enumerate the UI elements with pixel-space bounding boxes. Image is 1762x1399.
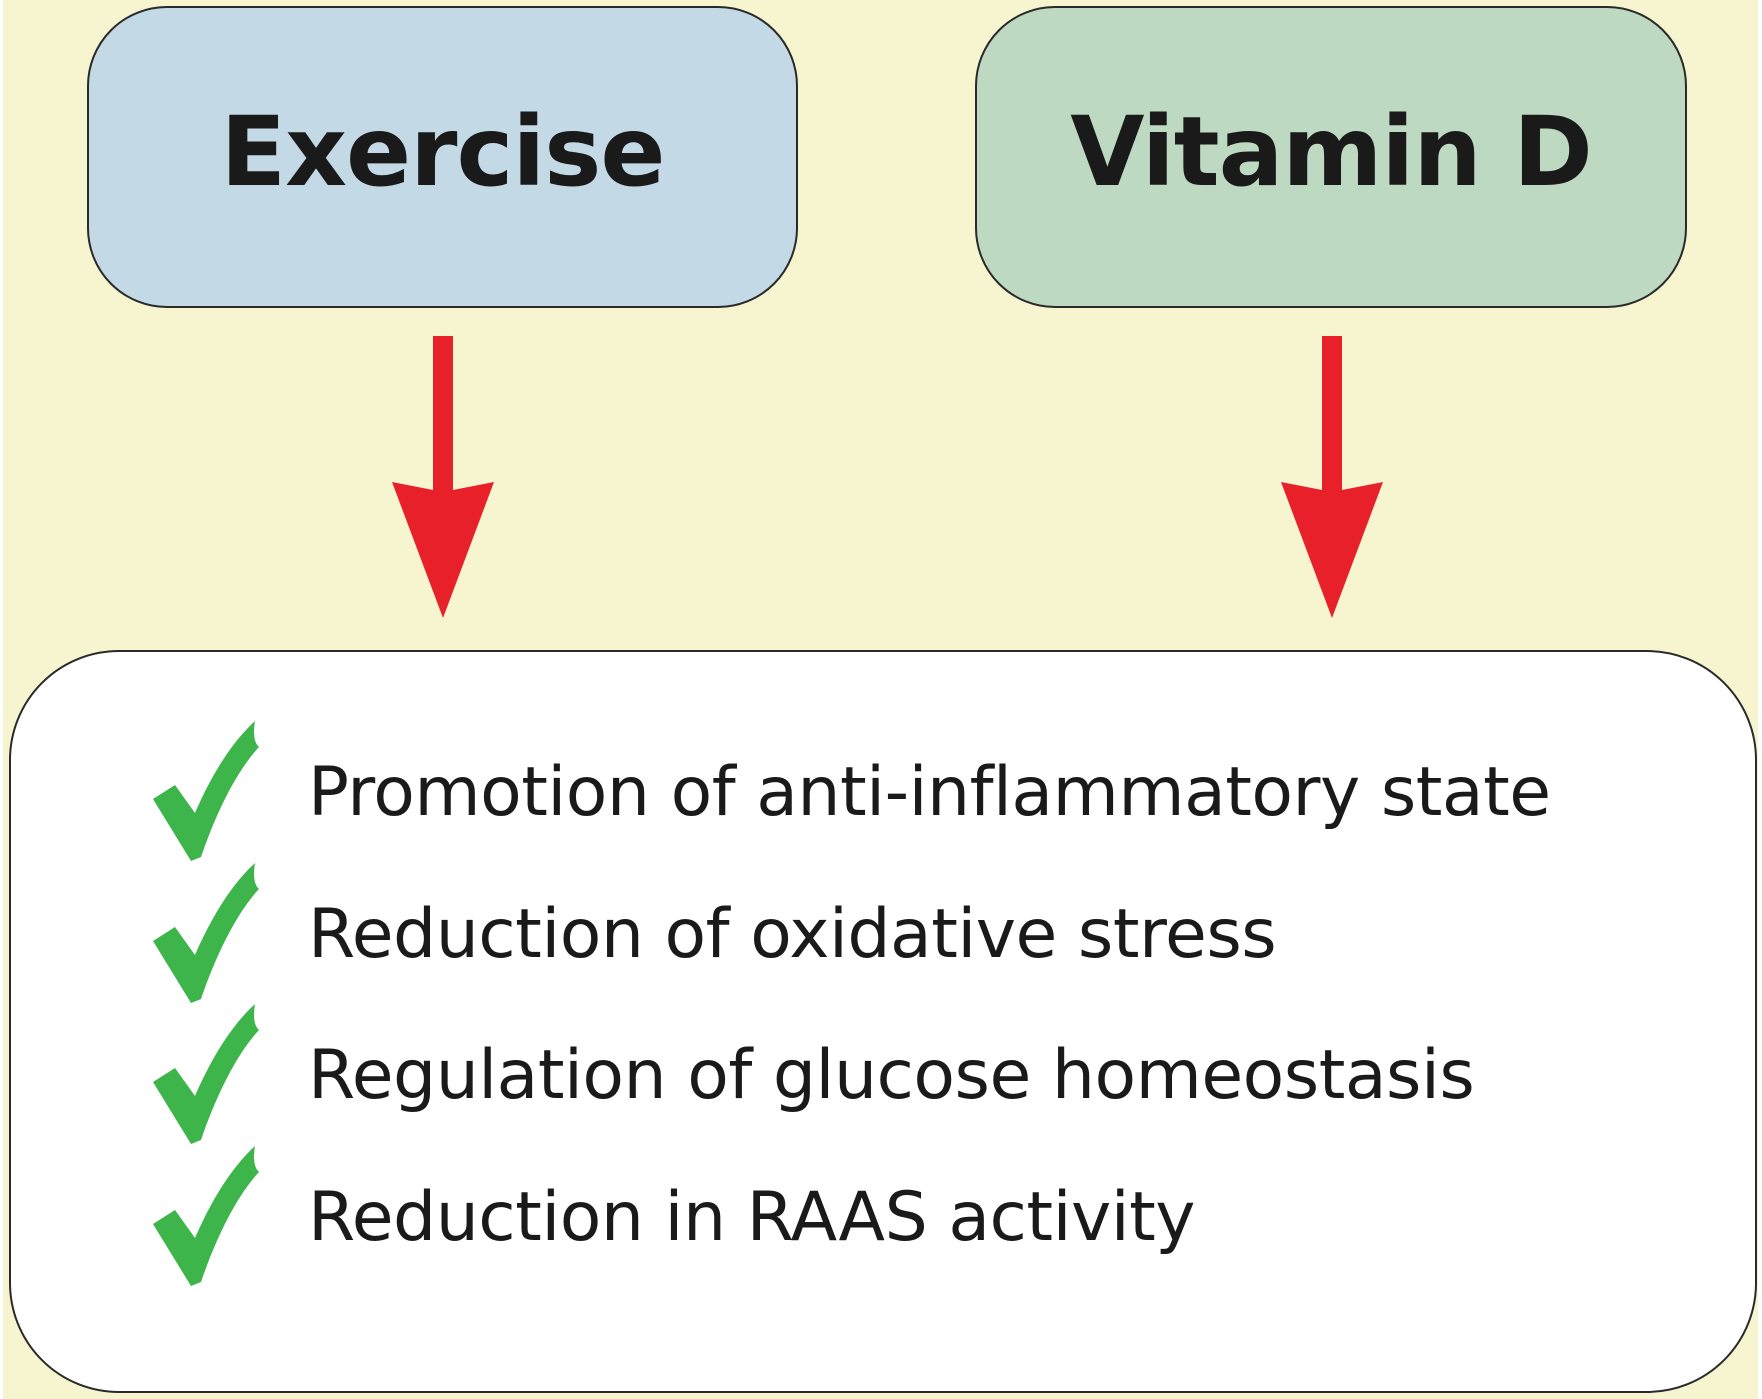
- effects-box: Promotion of anti-inflammatory state Red…: [9, 650, 1757, 1393]
- check-icon: [153, 863, 259, 1003]
- effect-item: Reduction in RAAS activity: [151, 1142, 1196, 1292]
- effect-label: Regulation of glucose homeostasis: [308, 1035, 1475, 1115]
- effect-item: Reduction of oxidative stress: [151, 859, 1277, 1009]
- check-icon: [153, 1004, 259, 1144]
- exercise-arrow-down-icon: [392, 336, 494, 618]
- check-icon: [153, 721, 259, 861]
- check-icon: [153, 1146, 259, 1286]
- effect-label: Reduction in RAAS activity: [308, 1177, 1196, 1257]
- effect-label: Promotion of anti-inflammatory state: [308, 752, 1551, 832]
- vitamin-d-box: Vitamin D: [975, 6, 1687, 308]
- effect-label: Reduction of oxidative stress: [308, 894, 1277, 974]
- effect-item: Regulation of glucose homeostasis: [151, 1000, 1475, 1150]
- vitamin-d-arrow-down-icon: [1281, 336, 1383, 618]
- exercise-box: Exercise: [87, 6, 798, 308]
- effect-item: Promotion of anti-inflammatory state: [151, 717, 1551, 867]
- exercise-label: Exercise: [220, 96, 665, 208]
- vitamin-d-label: Vitamin D: [1070, 96, 1593, 208]
